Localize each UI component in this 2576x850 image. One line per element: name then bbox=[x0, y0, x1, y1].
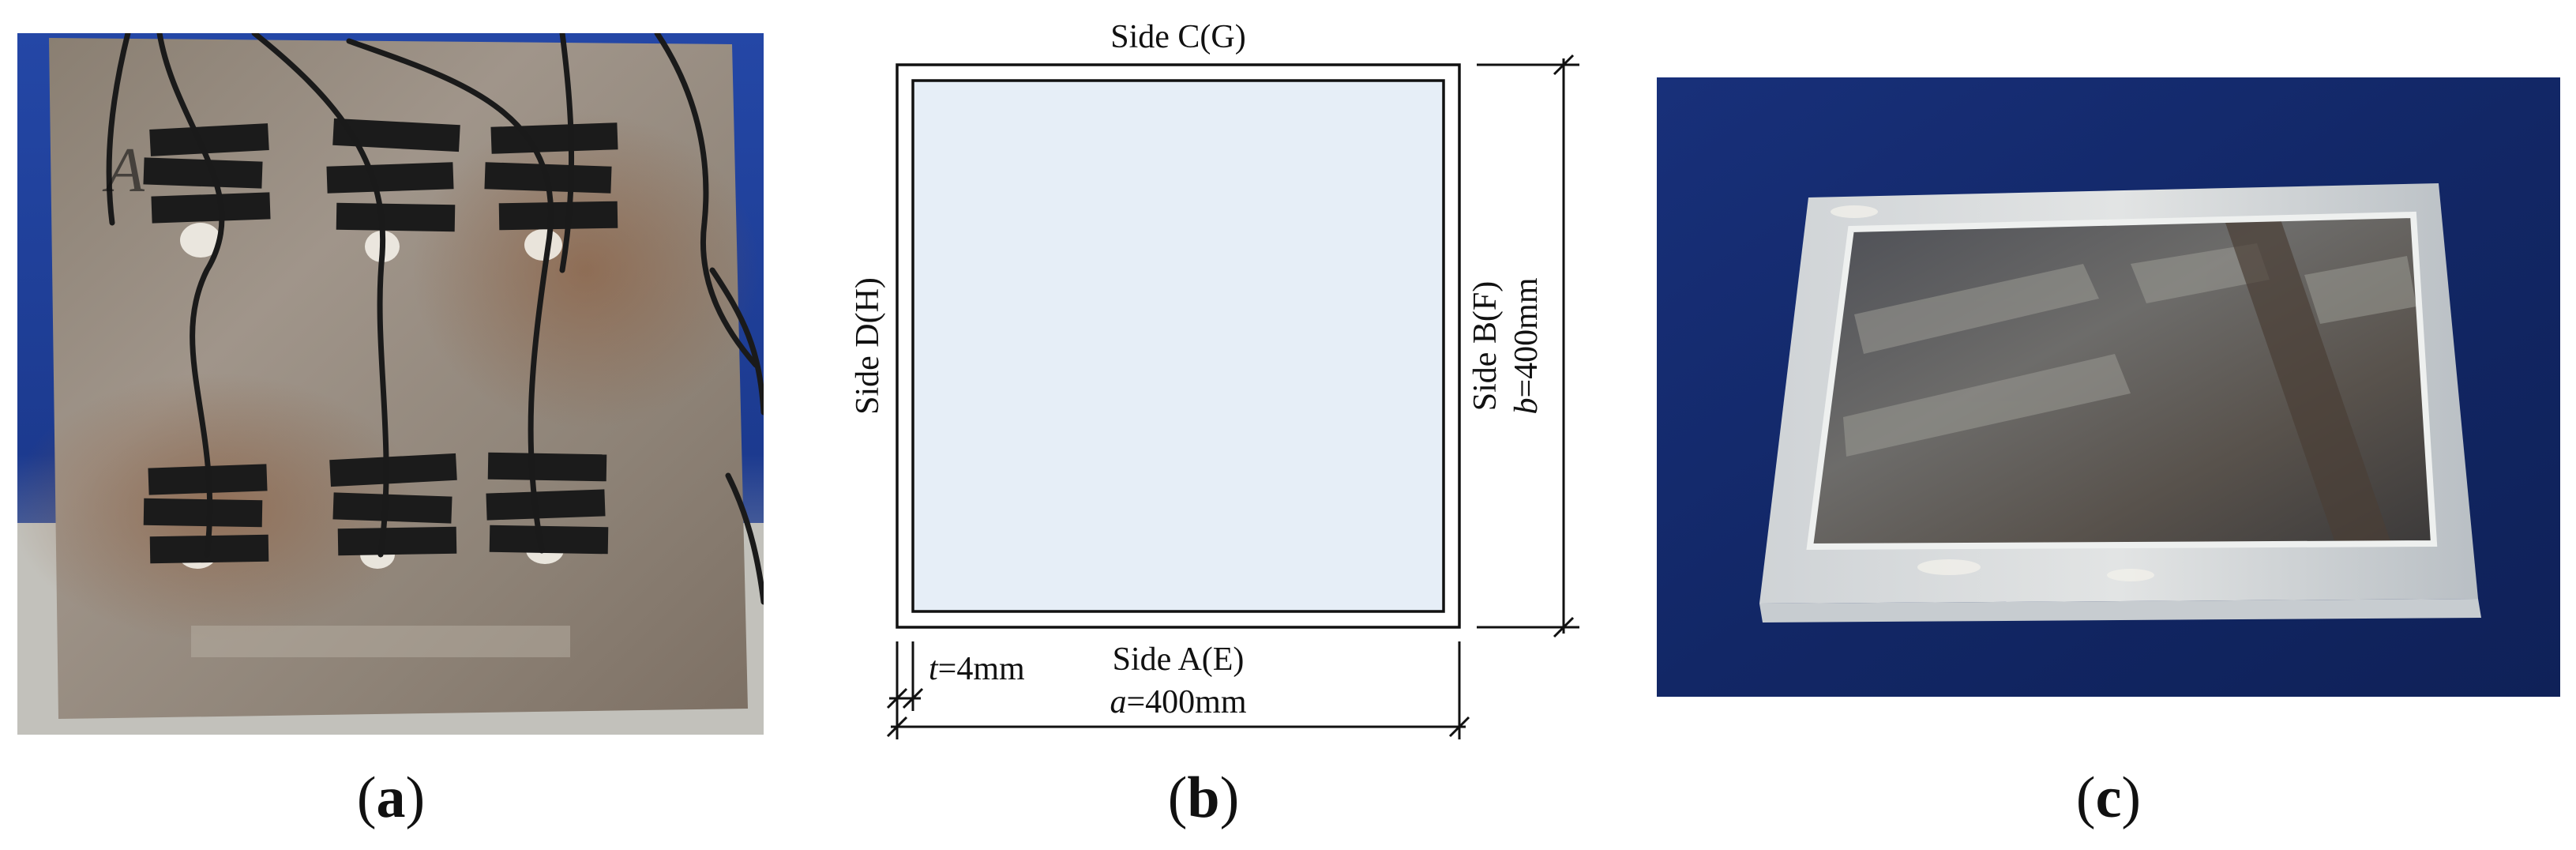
dimension-b bbox=[1477, 54, 1579, 638]
caption-b: (b) bbox=[1167, 765, 1240, 830]
caption-b-letter: b bbox=[1187, 765, 1220, 830]
label-dimension-b: b=400mm bbox=[1508, 277, 1545, 414]
label-dimension-b-value: =400mm bbox=[1508, 277, 1545, 397]
dimension-t bbox=[886, 641, 924, 711]
plate-inner-area bbox=[911, 79, 1445, 613]
caption-a: (a) bbox=[356, 765, 426, 830]
label-side-bottom: Side A(E) bbox=[1113, 641, 1245, 678]
photo-steel-plate-specimen: A bbox=[17, 33, 764, 735]
label-dimension-t-value: =4mm bbox=[938, 651, 1025, 687]
caption-a-letter: a bbox=[376, 765, 406, 830]
label-dimension-a-value: =400mm bbox=[1126, 684, 1246, 720]
photo-glass-plate bbox=[1657, 77, 2560, 697]
svg-text:A: A bbox=[102, 136, 145, 205]
label-side-left: Side D(H) bbox=[850, 277, 886, 415]
label-dimension-a-var: a bbox=[1110, 684, 1126, 720]
label-side-right: Side B(F) bbox=[1467, 281, 1504, 412]
label-dimension-t: t=4mm bbox=[929, 651, 1025, 687]
caption-c-letter: c bbox=[2095, 765, 2122, 830]
label-dimension-t-var: t bbox=[929, 651, 939, 687]
label-dimension-a: a=400mm bbox=[1110, 684, 1246, 720]
plate-dimension-diagram: Side C(G) Side A(E) Side D(H) Side B(F) … bbox=[850, 19, 1579, 739]
caption-c: (c) bbox=[2075, 765, 2142, 830]
label-dimension-b-var: b bbox=[1508, 398, 1545, 415]
label-side-top: Side C(G) bbox=[1110, 19, 1246, 55]
